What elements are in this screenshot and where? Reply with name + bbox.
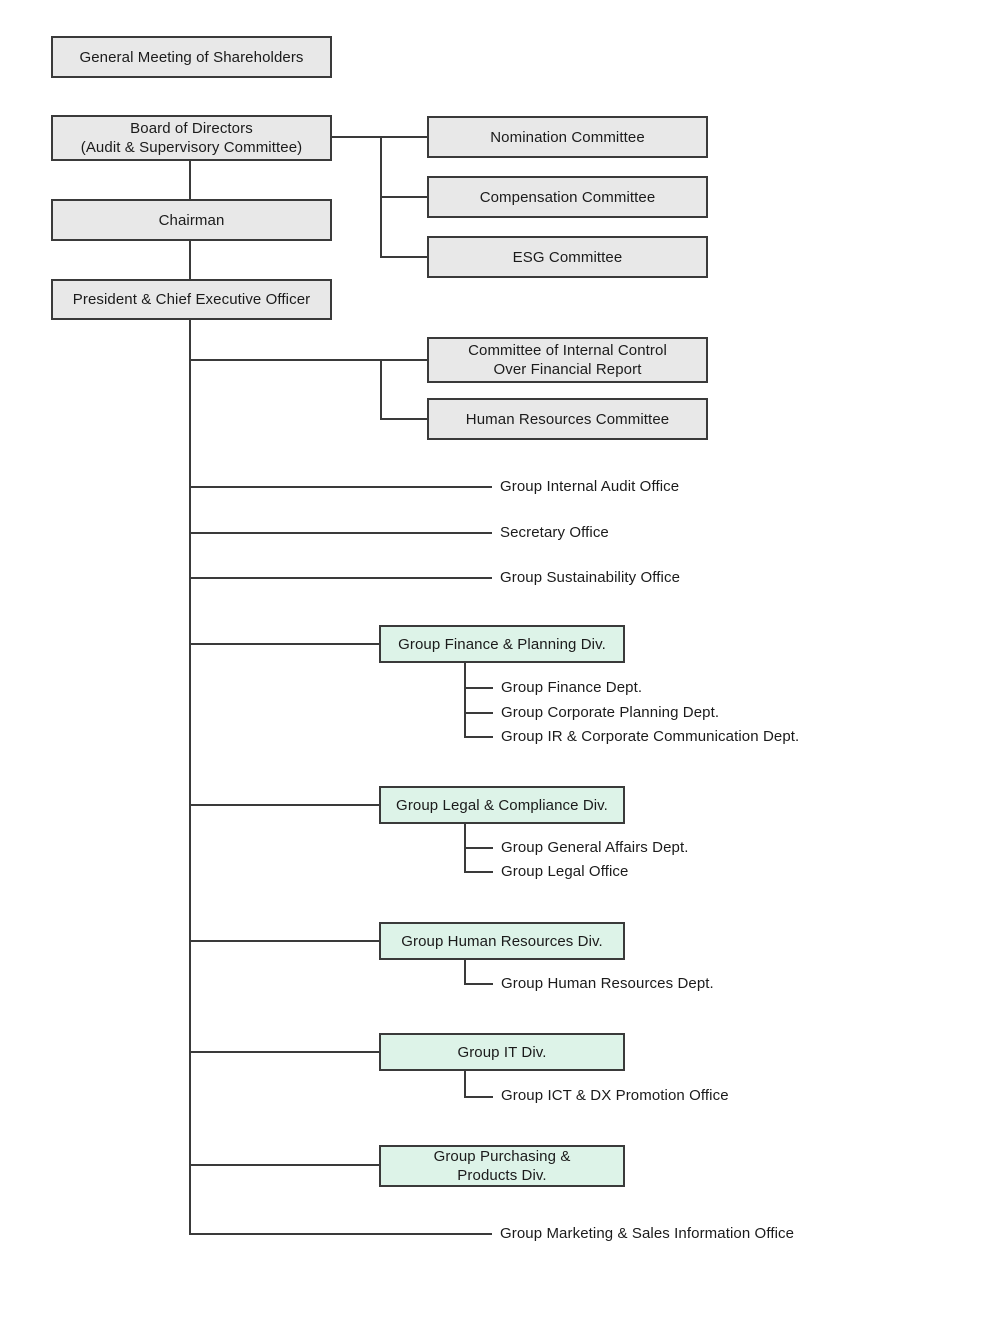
node-group-general-affairs-dept: Group General Affairs Dept. [501,839,689,856]
node-group-ir-corporate-communication-dept: Group IR & Corporate Communication Dept. [501,728,800,745]
node-general-meeting-of-shareholders: General Meeting of Shareholders [51,36,332,78]
connector-line [464,736,493,738]
node-group-legal-office: Group Legal Office [501,863,629,880]
node-nomination-committee: Nomination Committee [427,116,708,158]
node-chairman: Chairman [51,199,332,241]
connector-line [190,804,379,806]
connector-line [464,847,493,849]
node-group-finance-dept: Group Finance Dept. [501,679,643,696]
connector-trunk [189,320,191,1235]
connector-line [464,663,466,738]
connector-line [190,1051,379,1053]
node-group-internal-audit-office: Group Internal Audit Office [500,478,680,495]
connector-line [464,983,493,985]
connector-line [464,687,493,689]
node-group-corporate-planning-dept: Group Corporate Planning Dept. [501,704,720,721]
connector-line [464,712,493,714]
connector-line [464,1071,466,1098]
node-human-resources-committee: Human Resources Committee [427,398,708,440]
node-group-human-resources-div: Group Human Resources Div. [379,922,625,960]
connector-line [380,196,427,198]
connector-line [380,359,382,420]
node-compensation-committee: Compensation Committee [427,176,708,218]
connector-trunk [189,161,191,199]
connector-line [190,940,379,942]
node-group-human-resources-dept: Group Human Resources Dept. [501,975,714,992]
connector-trunk [189,241,191,279]
node-group-purchasing-products-div: Group Purchasing & Products Div. [379,1145,625,1187]
node-group-marketing-sales-information-office: Group Marketing & Sales Information Offi… [500,1225,795,1242]
connector-line [464,871,493,873]
connector-line [190,577,492,579]
connector-line [190,359,427,361]
node-board-of-directors: Board of Directors (Audit & Supervisory … [51,115,332,161]
connector-line [190,1164,379,1166]
connector-line [190,486,492,488]
node-secretary-office: Secretary Office [500,524,609,541]
connector-line [332,136,427,138]
connector-line [464,960,466,985]
connector-line [190,532,492,534]
node-committee-internal-control: Committee of Internal Control Over Finan… [427,337,708,383]
node-group-it-div: Group IT Div. [379,1033,625,1071]
node-group-sustainability-office: Group Sustainability Office [500,569,681,586]
node-esg-committee: ESG Committee [427,236,708,278]
connector-line [464,1096,493,1098]
node-president-ceo: President & Chief Executive Officer [51,279,332,320]
connector-line [190,1233,492,1235]
connector-line [380,418,427,420]
connector-line [380,256,427,258]
node-group-finance-planning-div: Group Finance & Planning Div. [379,625,625,663]
node-group-legal-compliance-div: Group Legal & Compliance Div. [379,786,625,824]
node-group-ict-dx-promotion-office: Group ICT & DX Promotion Office [501,1087,729,1104]
connector-line [190,643,379,645]
